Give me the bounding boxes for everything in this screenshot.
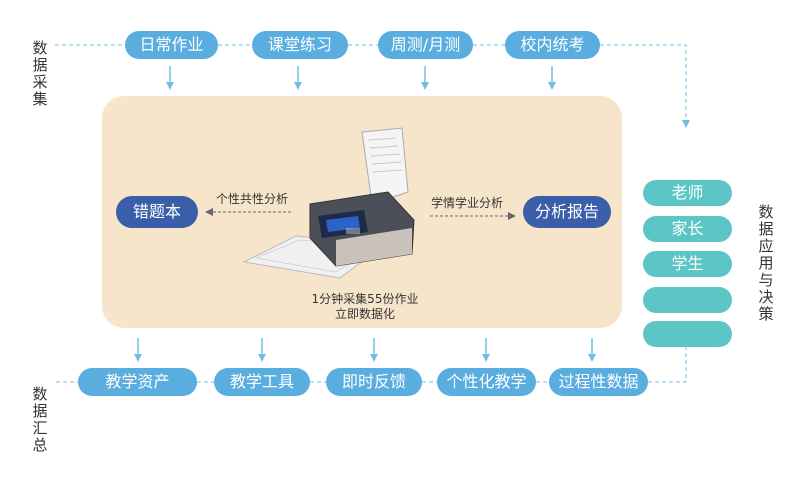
right-pill-empty-1 bbox=[643, 287, 732, 313]
right-pill-teacher: 老师 bbox=[643, 180, 732, 206]
node-mistake-book: 错题本 bbox=[116, 196, 198, 228]
top-pill-classroom-practice: 课堂练习 bbox=[252, 31, 348, 59]
caption-line-1: 1分钟采集55份作业 bbox=[311, 292, 419, 306]
bottom-pill-teaching-tools: 教学工具 bbox=[214, 368, 310, 396]
top-pill-daily-homework: 日常作业 bbox=[125, 31, 218, 59]
side-label-decision: 数据应用与决策 bbox=[758, 203, 774, 323]
up-arrow bbox=[682, 313, 692, 321]
top-pill-school-exam: 校内统考 bbox=[505, 31, 600, 59]
edge-right bbox=[430, 212, 516, 220]
edge-label-left: 个性共性分析 bbox=[216, 192, 289, 206]
bottom-pill-process-data: 过程性数据 bbox=[549, 368, 648, 396]
scanner-caption: 1分钟采集55份作业 立即数据化 bbox=[300, 292, 430, 322]
top-dashed-line bbox=[55, 44, 686, 124]
bottom-pill-teaching-assets: 教学资产 bbox=[78, 368, 197, 396]
right-pill-empty-2 bbox=[643, 321, 732, 347]
bottom-pill-personalized-teaching: 个性化教学 bbox=[437, 368, 536, 396]
scanner-illustration bbox=[242, 127, 415, 279]
bottom-pill-instant-feedback: 即时反馈 bbox=[326, 368, 422, 396]
edge-label-right: 学情学业分析 bbox=[431, 196, 504, 210]
side-label-summary: 数据汇总 bbox=[32, 385, 48, 454]
edge-left bbox=[205, 208, 293, 216]
right-pill-student: 学生 bbox=[643, 251, 732, 277]
side-label-collect: 数据采集 bbox=[32, 39, 48, 108]
top-pill-weekly-monthly-test: 周测/月测 bbox=[378, 31, 473, 59]
right-pill-parent: 家长 bbox=[643, 216, 732, 242]
caption-line-2: 立即数据化 bbox=[334, 307, 395, 321]
node-analysis-report: 分析报告 bbox=[523, 196, 611, 228]
